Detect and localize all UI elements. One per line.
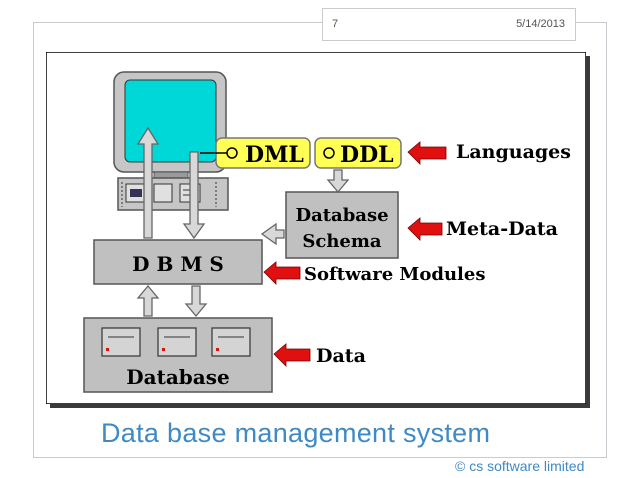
schema-box: Database Schema <box>285 191 399 259</box>
dml-label: DML <box>245 142 304 168</box>
dml-tag: DML <box>215 137 311 169</box>
footer-copyright: © cs software limited <box>455 458 585 474</box>
slide-header: 7 5/14/2013 <box>322 8 576 41</box>
languages-arrow <box>407 141 447 165</box>
slide-title: Data base management system <box>101 418 491 448</box>
screen-to-dbms-arrow <box>182 151 206 240</box>
slide-date: 5/14/2013 <box>516 18 565 30</box>
ddl-tag: DDL <box>314 137 402 169</box>
schema-line-1: Database <box>295 205 388 226</box>
disk-icon-3 <box>211 327 251 357</box>
dbms-label: D B M S <box>132 252 224 276</box>
computer-icon <box>113 71 229 211</box>
ddl-to-schema-arrow <box>326 169 350 194</box>
dbms-to-screen-arrow <box>136 126 160 239</box>
disk-icon-1 <box>101 327 141 357</box>
languages-label: Languages <box>456 141 571 163</box>
meta-data-arrow <box>407 217 443 241</box>
dbms-diagram: DML DDL Database Schema D B M S <box>46 52 586 404</box>
software-modules-arrow <box>263 261 301 285</box>
slide-frame <box>33 22 607 458</box>
database-box: Database <box>83 317 273 393</box>
meta-data-label: Meta-Data <box>446 218 558 240</box>
schema-line-2: Schema <box>302 231 382 252</box>
database-to-dbms-arrow <box>136 284 160 317</box>
page-number: 7 <box>332 18 339 30</box>
disk-icon-2 <box>157 327 197 357</box>
dbms-to-database-arrow <box>184 285 208 318</box>
dbms-box: D B M S <box>93 239 263 285</box>
software-modules-label: Software Modules <box>304 264 485 285</box>
data-label: Data <box>316 345 366 367</box>
ddl-label: DDL <box>340 142 394 168</box>
schema-to-dbms-arrow <box>260 222 285 246</box>
database-label: Database <box>126 365 229 389</box>
data-arrow <box>273 343 311 367</box>
